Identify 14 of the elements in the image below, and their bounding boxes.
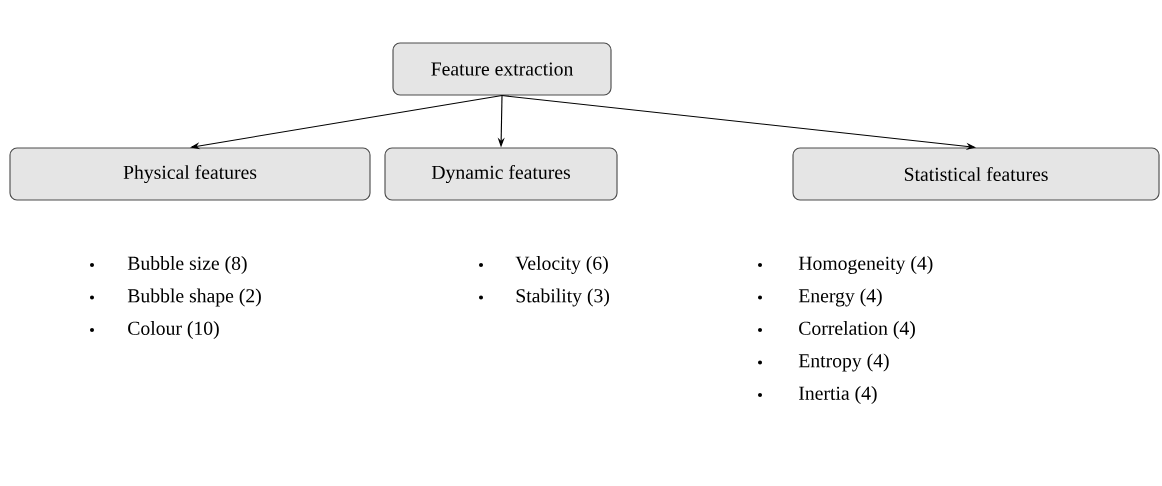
list-item: Colour (10) — [128, 321, 219, 339]
list-item: Velocity (6) — [515, 256, 608, 274]
list-item: Entropy (4) — [798, 353, 889, 372]
category-box: Statistical features — [792, 147, 1160, 201]
list-item: Inertia (4) — [799, 386, 877, 404]
list-item: Energy (4) — [798, 288, 882, 307]
list-item: Stability (3) — [516, 288, 609, 307]
category-box: Dynamic features — [384, 147, 618, 201]
title-box: Feature extraction — [392, 42, 612, 96]
list-item: Bubble size (8) — [127, 256, 247, 274]
list-item: Correlation (4) — [799, 321, 915, 339]
category-box: Physical features — [9, 147, 371, 201]
list-item: Bubble shape (2) — [127, 288, 261, 307]
list-item: Homogeneity (4) — [798, 256, 933, 274]
